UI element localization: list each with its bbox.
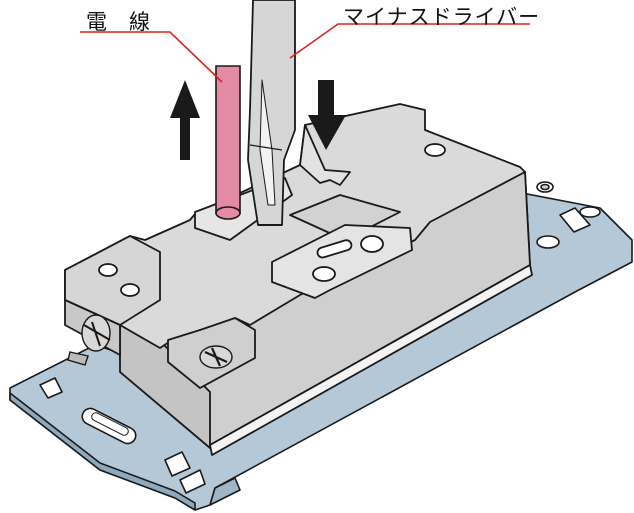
arrow-down-icon [308,80,346,150]
wire-label: 電線 [86,10,172,34]
wire [215,65,241,220]
screwdriver-label: マイナスドライバー [343,5,541,29]
wire-leader [80,31,223,83]
screwdriver [247,0,296,226]
screwdriver-leader [289,23,530,59]
side-screw [67,314,111,366]
screw-icon [199,345,233,369]
leader-lines [80,23,530,83]
switch-body [64,103,533,456]
arrow-up-icon [170,80,200,160]
